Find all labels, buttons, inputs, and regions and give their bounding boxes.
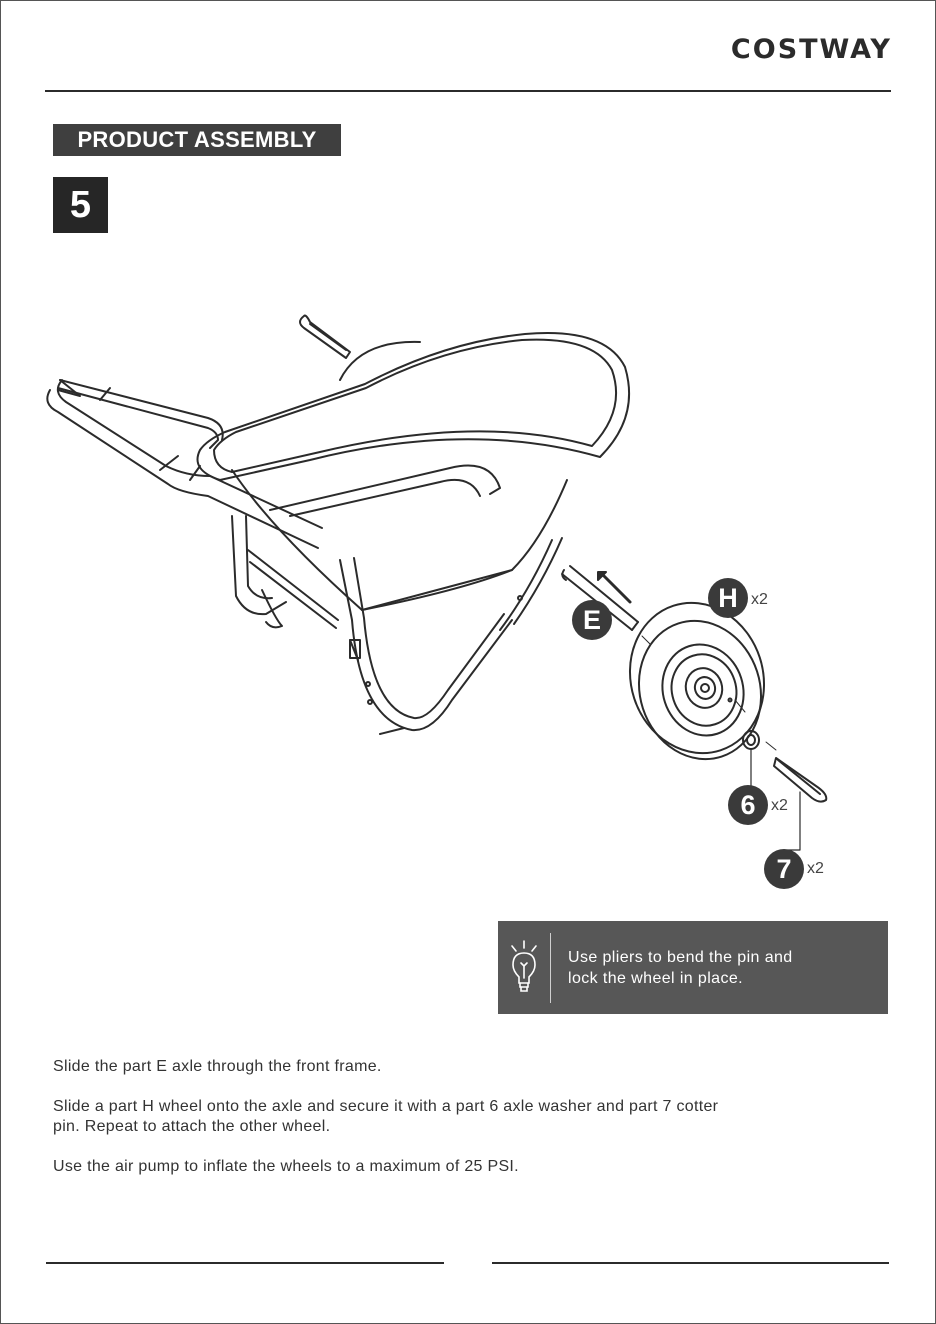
callout-h: H [708,578,748,618]
tip-line-2: lock the wheel in place. [568,970,744,987]
brand-logo: COSTWAY [730,34,892,65]
direction-arrow [602,574,632,604]
tub-rim [196,332,631,481]
back-wheel [339,340,421,381]
instruction-1: Slide the part E axle through the front … [53,1058,382,1075]
lightbulb-icon [511,940,537,992]
instruction-2-line-1: Slide a part H wheel onto the axle and s… [53,1098,719,1115]
callout-6-qty: x2 [771,797,788,814]
left-handle [46,389,319,549]
footer-divider-left [46,1262,444,1264]
callout-h-qty: x2 [751,591,768,608]
callout-e: E [572,600,612,640]
instruction-2-line-2: pin. Repeat to attach the other wheel. [53,1118,331,1135]
instruction-3: Use the air pump to inflate the wheels t… [53,1158,519,1175]
tip-text: Use pliers to bend the pin and lock the … [568,947,868,989]
section-label: PRODUCT ASSEMBLY [53,124,341,156]
tip-box: Use pliers to bend the pin and lock the … [498,921,888,1014]
step-number-badge: 5 [53,177,108,233]
callout-7-qty: x2 [807,860,824,877]
cotter-pin-7 [773,757,828,803]
wheel-h [628,601,766,761]
frame-leg [231,515,287,616]
header-divider [45,90,891,92]
instructions: Slide the part E axle through the front … [53,1057,853,1197]
footer-divider-right [492,1262,889,1264]
tip-line-1: Use pliers to bend the pin and [568,949,793,966]
instruction-2: Slide a part H wheel onto the axle and s… [53,1097,853,1137]
callout-6: 6 [728,785,768,825]
wheelbarrow-illustration [46,314,828,851]
callout-7: 7 [764,849,804,889]
cotter-pin-top [299,314,351,359]
washer-6 [742,730,760,750]
tip-divider [550,933,551,1003]
